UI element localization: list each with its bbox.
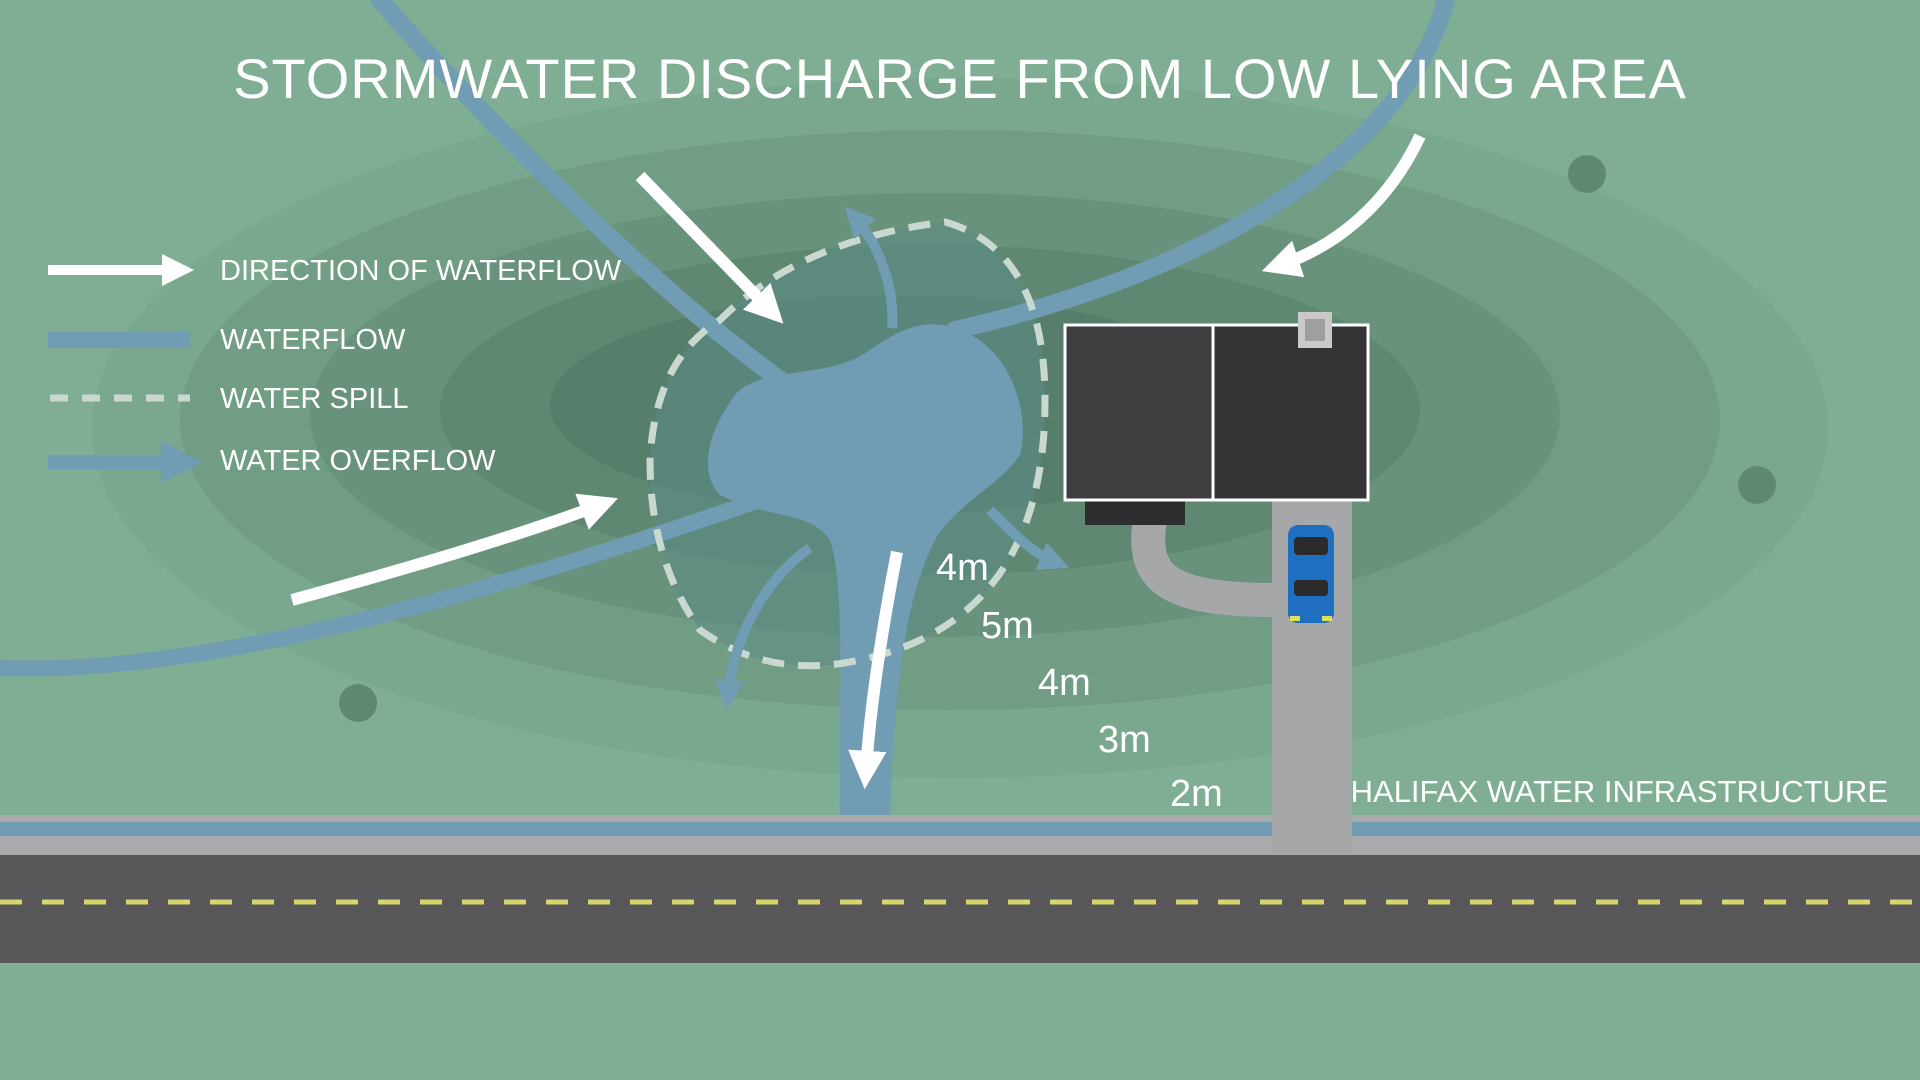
chimney-top [1305, 319, 1325, 341]
house [1063, 312, 1370, 525]
direction-arrow-northwest [635, 171, 784, 324]
house-roof-right [1211, 323, 1370, 502]
elevation-label: 4m [1038, 662, 1091, 704]
curb-waterline [0, 822, 1920, 836]
marker-east [1738, 466, 1776, 504]
road [0, 855, 1920, 963]
overflow-arrow-southwest [714, 543, 813, 710]
elevation-label: 4m [936, 547, 989, 589]
road-surface [0, 855, 1920, 963]
water-spill-boundary [646, 218, 1049, 670]
stream-northeast [946, 0, 1455, 339]
car [1288, 525, 1334, 623]
stream-northwest [371, 0, 819, 409]
car-light-left [1290, 616, 1300, 621]
elevation-labels: 4m 5m 4m 3m 2m [936, 547, 1223, 815]
stream-west [0, 492, 768, 677]
car-windshield [1294, 537, 1328, 555]
overflow-arrow-north [844, 206, 898, 329]
legend-spill-label: WATER SPILL [220, 383, 409, 415]
driveway-curve [1131, 503, 1292, 617]
direction-arrows [290, 133, 1426, 790]
direction-arrow-northeast [1261, 133, 1426, 278]
legend: DIRECTION OF WATERFLOW WATERFLOW WATER S… [48, 253, 622, 483]
page-title: STORMWATER DISCHARGE FROM LOW LYING AREA [233, 47, 1687, 110]
elevation-label: 5m [981, 605, 1034, 647]
car-rear-window [1294, 580, 1328, 596]
direction-arrow-west [290, 493, 618, 606]
ground-markers [339, 155, 1776, 722]
waterflow-streams [0, 0, 1455, 677]
infrastructure-label: HALIFAX WATER INFRASTRUCTURE [1351, 774, 1888, 809]
legend-waterflow-label: WATERFLOW [220, 324, 406, 356]
elevation-label: 3m [1098, 719, 1151, 761]
direction-arrow-south [848, 550, 903, 790]
car-light-right [1322, 616, 1332, 621]
pooled-water [708, 324, 1023, 820]
legend-direction-label: DIRECTION OF WATERFLOW [220, 255, 622, 287]
marker-northeast [1568, 155, 1606, 193]
elevation-label: 2m [1170, 773, 1223, 815]
legend-overflow-label: WATER OVERFLOW [220, 445, 496, 477]
marker-west [339, 684, 377, 722]
house-roof-left [1063, 323, 1217, 502]
water-overflow-arrows [714, 206, 1069, 710]
overflow-arrow-east [986, 506, 1069, 571]
